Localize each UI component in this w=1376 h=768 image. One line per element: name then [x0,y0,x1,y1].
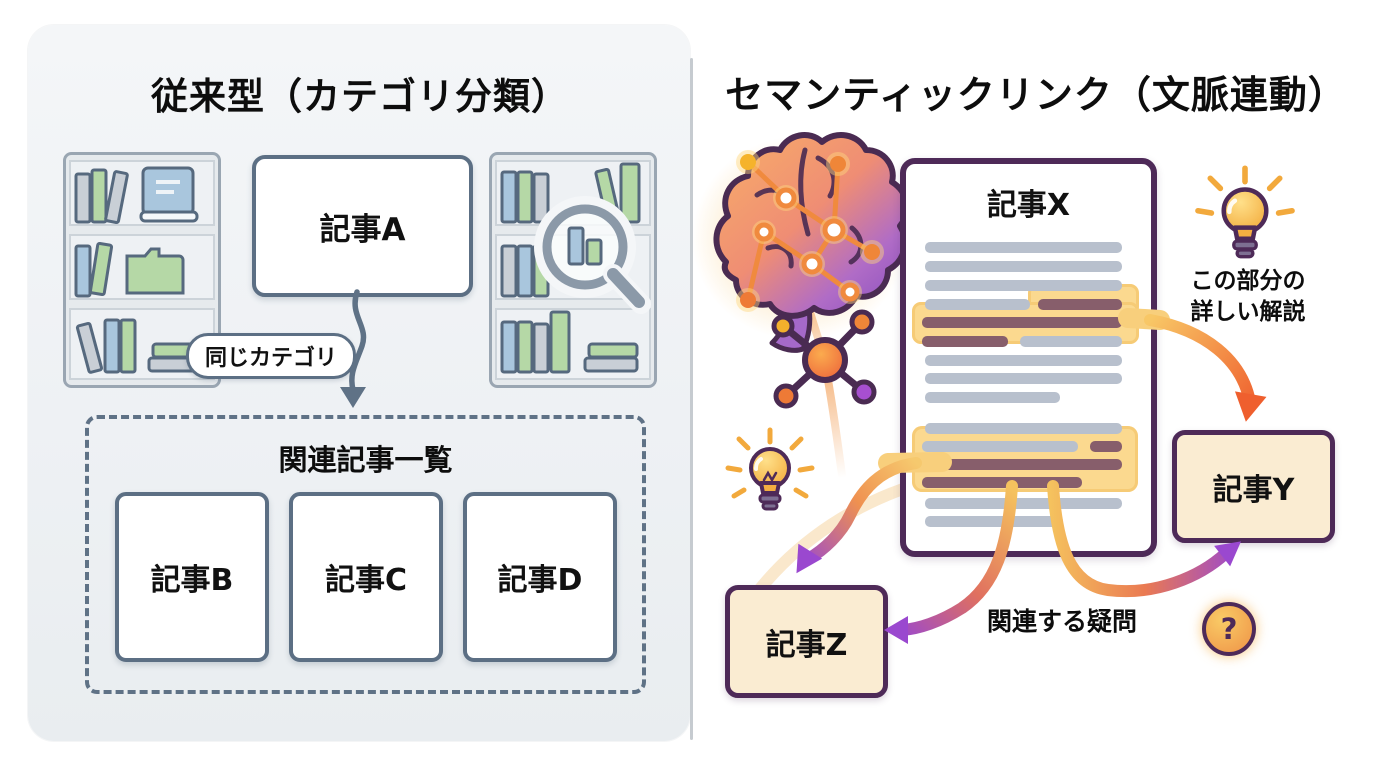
lightbulb-icon-left [725,427,815,511]
question-annotation: 関連する疑問 [986,607,1137,636]
text-line [925,392,1060,403]
text-line [925,261,1122,272]
article-x-card: 記事X [900,158,1157,557]
article-a-card: 記事A [252,155,473,297]
text-line [925,498,1122,509]
text-line [925,299,1030,310]
neural-network-overlay [736,150,884,312]
article-z-card: 記事Z [725,585,888,698]
text-line-highlighted [922,317,1122,328]
text-line [925,242,1122,253]
text-line [1020,336,1122,347]
detail-annotation: この部分の 詳しい解説 [1157,266,1339,328]
text-line [925,355,1122,366]
text-line-highlighted [922,336,1008,347]
article-x-title: 記事X [986,188,1071,223]
same-category-pill: 同じカテゴリ [186,333,356,379]
article-c-card: 記事C [289,492,443,662]
network-node-icon [771,309,877,409]
lightbulb-icon-right [1195,165,1295,259]
text-line [925,373,1122,384]
text-line-highlighted [922,477,1082,488]
text-line-highlighted [1038,299,1122,310]
bookshelf-right-icon [489,152,657,388]
right-panel-title: セマンティックリンク（文脈連動） [725,73,1347,117]
article-d-card: 記事D [463,492,617,662]
brain-icon [692,132,910,353]
related-articles-box: 関連記事一覧 記事B 記事C 記事D [85,415,646,694]
article-y-card: 記事Y [1172,430,1335,543]
down-arrow-icon [340,289,367,408]
arrow-to-article-z-top [796,457,922,574]
text-line [925,423,1122,434]
related-box-title: 関連記事一覧 [278,443,453,477]
detail-annotation-line1: この部分の [1190,268,1306,294]
text-line [925,516,1063,527]
text-line [922,441,1078,452]
text-line-highlighted [922,459,1122,470]
text-line-highlighted [1090,441,1122,452]
arrow-to-article-y-top [1144,314,1267,422]
magnifier-icon [534,196,651,314]
detail-annotation-line2: 詳しい解説 [1190,299,1306,325]
question-mark-icon: ? [1202,602,1256,656]
article-b-card: 記事B [115,492,269,662]
panel-divider [690,58,693,740]
text-line [925,280,1122,291]
left-panel-title: 従来型（カテゴリ分類） [151,75,569,118]
